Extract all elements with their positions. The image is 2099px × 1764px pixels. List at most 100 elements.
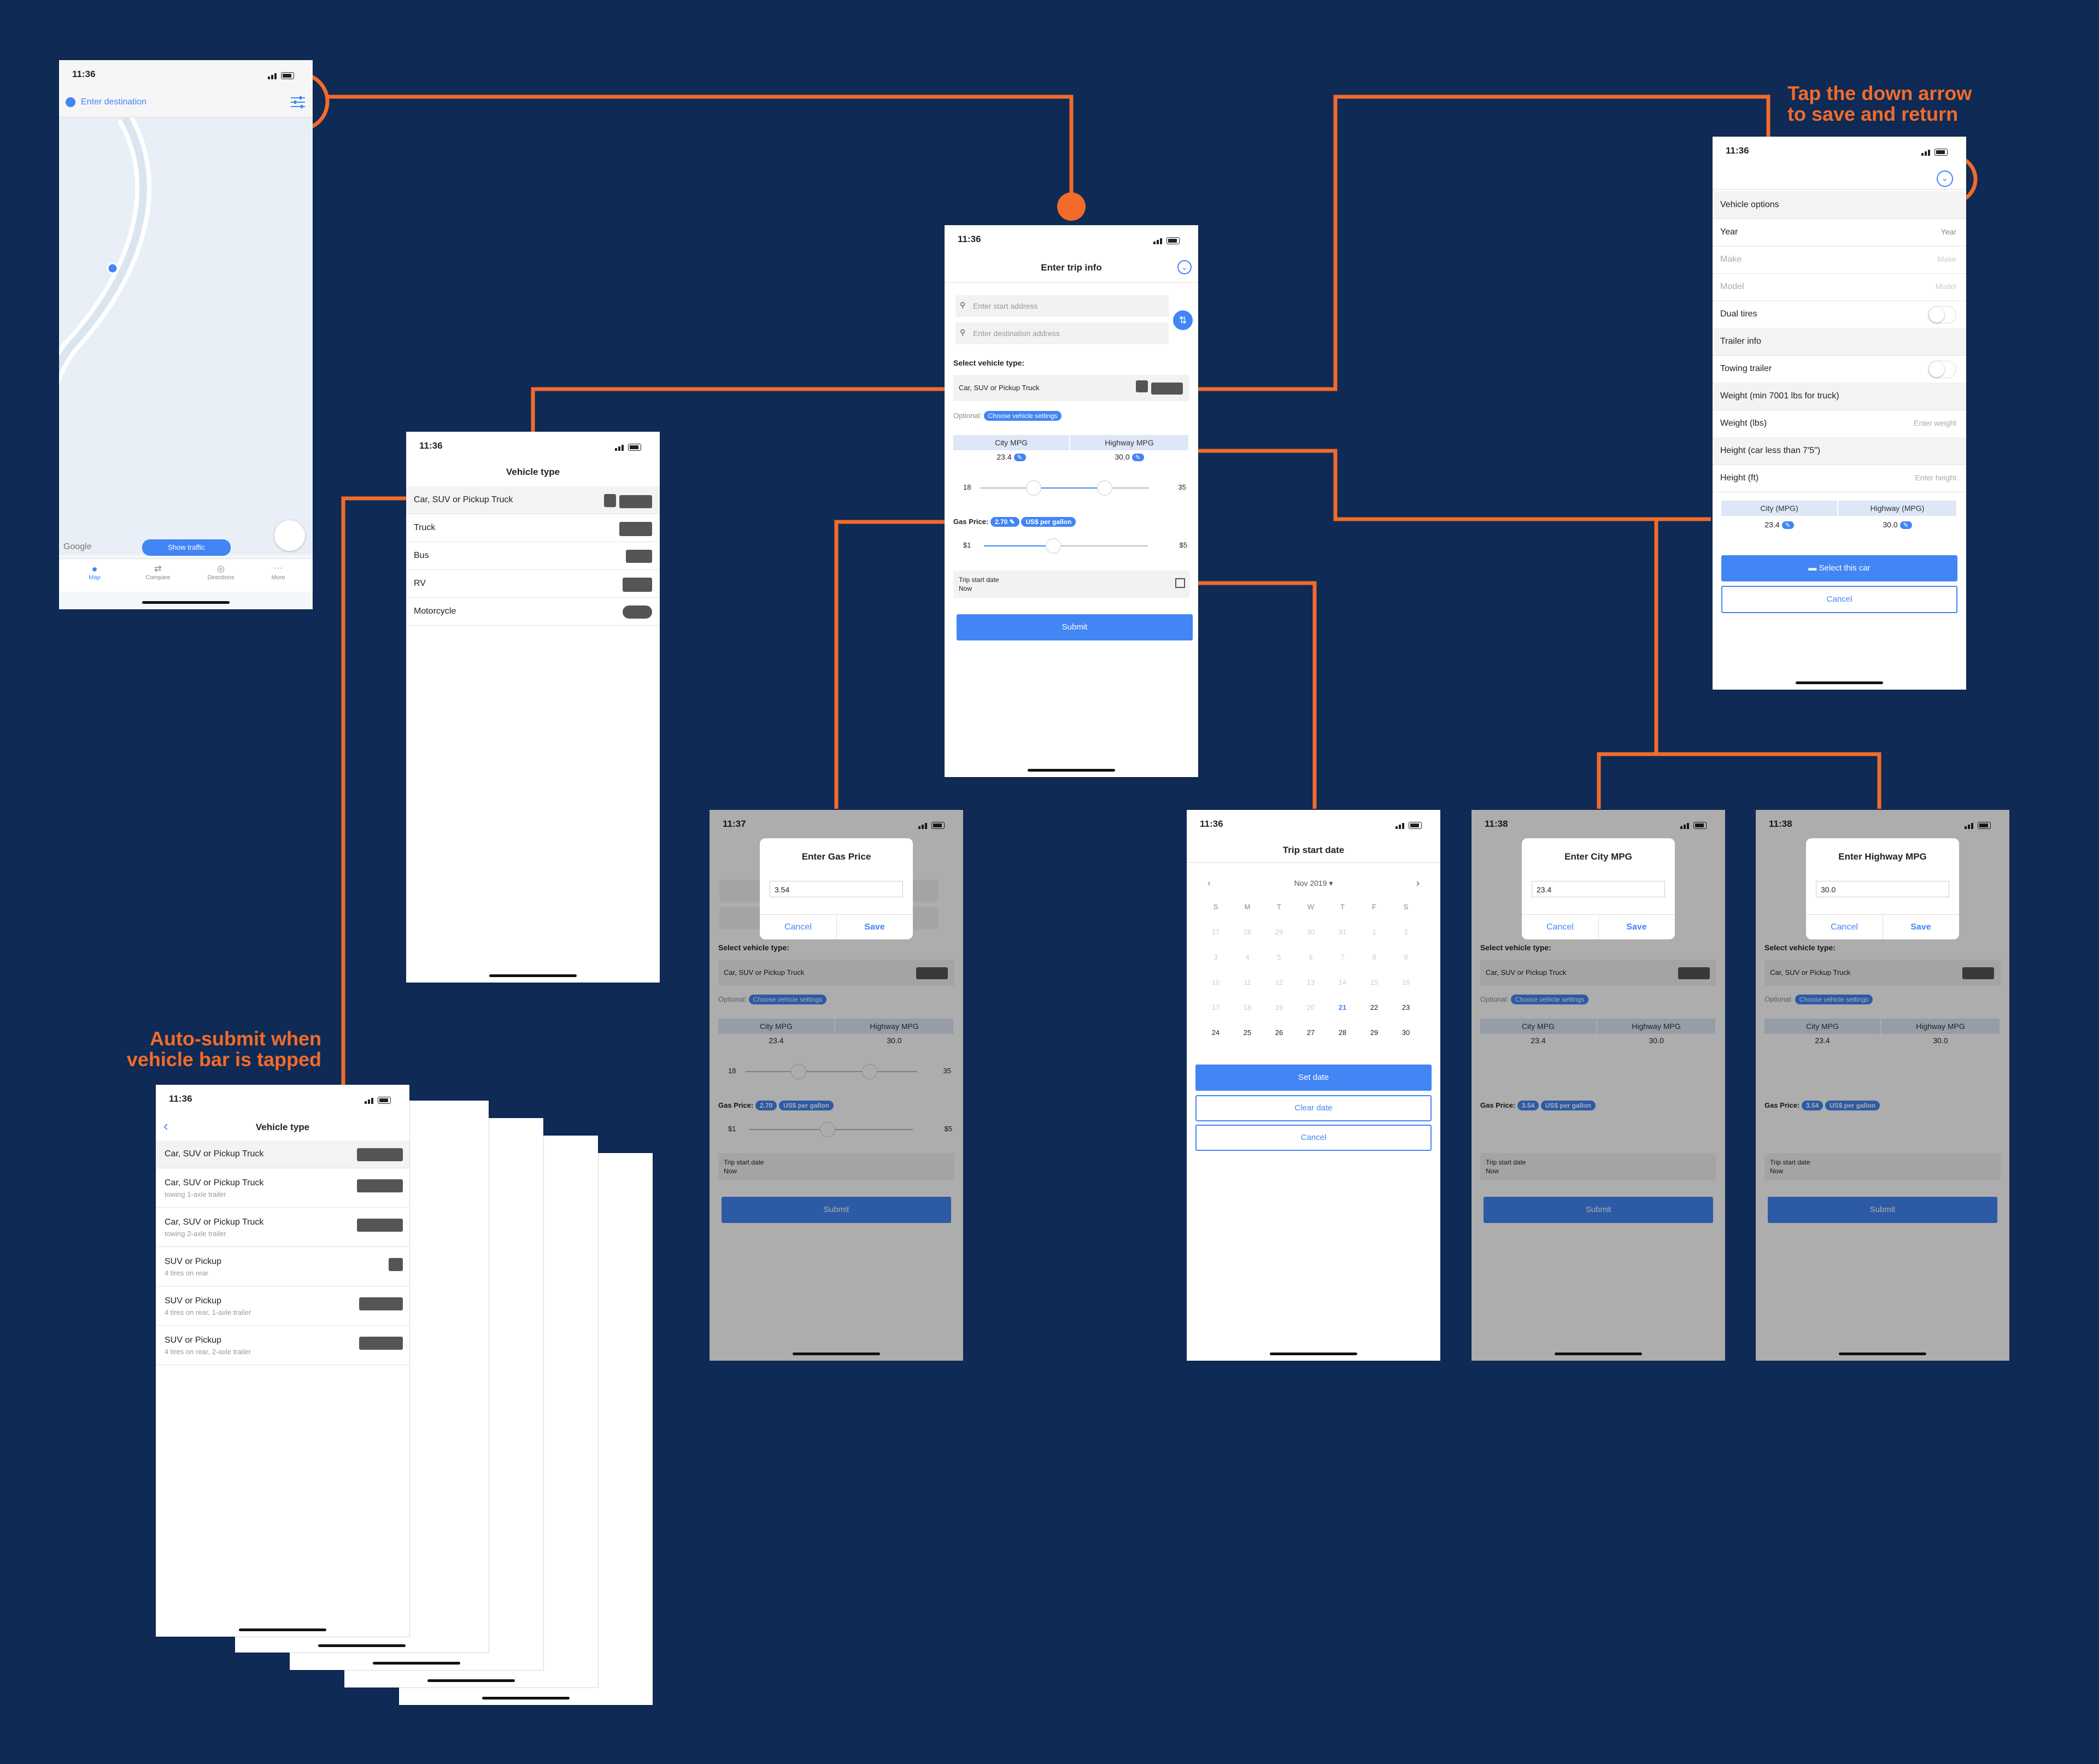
calendar-day[interactable]: 4: [1245, 953, 1250, 961]
gas-price-pill[interactable]: 3.54: [1801, 1101, 1824, 1110]
slider-knob[interactable]: [1026, 480, 1041, 496]
vehicle-option-truck[interactable]: Truck: [406, 514, 660, 542]
calendar-day[interactable]: 11: [1244, 978, 1251, 986]
calendar-day[interactable]: 6: [1309, 953, 1313, 961]
slider-knob[interactable]: [820, 1122, 835, 1137]
calendar-day[interactable]: 7: [1340, 953, 1345, 961]
save-button[interactable]: Save: [1883, 914, 1959, 939]
cancel-button[interactable]: Cancel: [1806, 914, 1883, 939]
gas-unit-pill[interactable]: US$ per gallon: [1540, 1101, 1596, 1110]
prev-month-icon[interactable]: ‹: [1207, 878, 1211, 889]
slider-knob[interactable]: [791, 1064, 806, 1079]
gas-price-input[interactable]: 3.54: [770, 881, 903, 897]
start-address-input[interactable]: ⚲Enter start address: [955, 295, 1169, 317]
calendar-day[interactable]: 30: [1402, 1028, 1410, 1037]
highway-mpg-value[interactable]: 30.0 ✎: [1070, 452, 1188, 461]
calendar-day[interactable]: 14: [1338, 978, 1347, 986]
choose-vehicle-settings-button[interactable]: Choose vehicle settings: [983, 411, 1062, 421]
city-mpg-value[interactable]: 23.4: [1764, 1036, 1880, 1045]
choose-vehicle-settings-button[interactable]: Choose vehicle settings: [1510, 995, 1589, 1004]
cancel-button[interactable]: Cancel: [1522, 914, 1599, 939]
calendar-day[interactable]: 29: [1275, 928, 1283, 936]
calendar-day[interactable]: 31: [1338, 928, 1347, 936]
calendar-day[interactable]: 5: [1277, 953, 1281, 961]
calendar-day[interactable]: 26: [1275, 1028, 1283, 1037]
tab-map[interactable]: ●Map: [81, 563, 108, 581]
slider-knob[interactable]: [1097, 480, 1112, 496]
calendar-day[interactable]: 13: [1306, 978, 1315, 986]
calendar-day[interactable]: 28: [1338, 1028, 1347, 1037]
calendar-day[interactable]: 27: [1306, 1028, 1315, 1037]
gas-price-pill[interactable]: 2.70: [755, 1101, 777, 1110]
dual-tires-toggle[interactable]: [1928, 306, 1956, 324]
height-input[interactable]: Enter height: [1915, 473, 1957, 482]
calendar-day[interactable]: 18: [1243, 1003, 1252, 1012]
tab-compare[interactable]: ⇄Compare: [140, 563, 176, 581]
choose-vehicle-settings-button[interactable]: Choose vehicle settings: [748, 995, 827, 1004]
year-select[interactable]: Year: [1940, 227, 1956, 236]
calendar-day[interactable]: 16: [1402, 978, 1410, 986]
select-this-car-button[interactable]: ▬ Select this car: [1721, 555, 1957, 581]
city-mpg-input[interactable]: 23.4: [1532, 881, 1665, 897]
calendar-day[interactable]: 8: [1372, 953, 1376, 961]
map-area[interactable]: [59, 117, 313, 555]
highway-mpg-value[interactable]: 30.0 ✎: [1838, 520, 1956, 529]
city-mpg-value[interactable]: 23.4: [1480, 1036, 1596, 1045]
clear-date-button[interactable]: Clear date: [1195, 1095, 1432, 1121]
submit-button[interactable]: Submit: [957, 614, 1193, 640]
cancel-button[interactable]: Cancel: [760, 914, 837, 939]
cancel-button[interactable]: Cancel: [1721, 586, 1957, 613]
locate-me-icon[interactable]: [274, 520, 305, 551]
highway-mpg-value[interactable]: 30.0: [1597, 1036, 1715, 1045]
vehicle-type-bar[interactable]: Car, SUV or Pickup Truck: [718, 960, 954, 986]
calendar-day[interactable]: 19: [1275, 1003, 1283, 1012]
settings-sliders-icon[interactable]: [290, 95, 306, 109]
city-mpg-value[interactable]: 23.4 ✎: [1721, 520, 1837, 529]
calendar-day[interactable]: 3: [1213, 953, 1218, 961]
vehicle-type-bar[interactable]: Car, SUV or Pickup Truck: [1480, 960, 1716, 986]
vehicle-type-bar[interactable]: Car, SUV or Pickup Truck: [953, 375, 1189, 401]
calendar-day[interactable]: 2: [1404, 928, 1408, 936]
vehicle-option-bus[interactable]: Bus: [406, 542, 660, 570]
highway-mpg-input[interactable]: 30.0: [1816, 881, 1949, 897]
trip-date-field[interactable]: Trip start date Now: [953, 571, 1189, 598]
calendar-day[interactable]: 17: [1211, 1003, 1220, 1012]
cancel-button[interactable]: Cancel: [1195, 1125, 1432, 1151]
vehicle-type-bar[interactable]: Car, SUV or Pickup Truck: [1764, 960, 2001, 986]
towing-trailer-toggle[interactable]: [1928, 361, 1956, 378]
submit-button[interactable]: Submit: [1768, 1197, 1997, 1223]
destination-address-input[interactable]: ⚲Enter destination address: [955, 322, 1169, 344]
calendar-day[interactable]: 22: [1370, 1003, 1379, 1012]
gas-price-pill[interactable]: 3.54: [1517, 1101, 1539, 1110]
calendar-day[interactable]: 1: [1372, 928, 1376, 936]
vehicle-subtype-row[interactable]: Car, SUV or Pickup Truck: [156, 1140, 409, 1168]
model-select[interactable]: Model: [1935, 282, 1956, 291]
calendar-day[interactable]: 24: [1211, 1028, 1220, 1037]
mpg-slider[interactable]: [981, 480, 1149, 496]
city-mpg-value[interactable]: 23.4: [718, 1036, 834, 1045]
chevron-down-circle-icon[interactable]: ⌄: [1937, 170, 1953, 187]
gas-price-pill[interactable]: 2.70 ✎: [990, 517, 1019, 527]
calendar-day[interactable]: 12: [1275, 978, 1283, 986]
calendar-day[interactable]: 28: [1243, 928, 1252, 936]
make-select[interactable]: Make: [1937, 255, 1956, 263]
save-button[interactable]: Save: [836, 914, 913, 939]
next-month-icon[interactable]: ›: [1416, 878, 1420, 889]
calendar-day[interactable]: 27: [1211, 928, 1220, 936]
back-chevron-icon[interactable]: ‹: [163, 1118, 168, 1134]
tab-more[interactable]: ···More: [265, 563, 292, 581]
city-mpg-value[interactable]: 23.4 ✎: [953, 452, 1069, 461]
choose-vehicle-settings-button[interactable]: Choose vehicle settings: [1795, 995, 1873, 1004]
highway-mpg-value[interactable]: 30.0: [1881, 1036, 2000, 1045]
calendar-day[interactable]: 21: [1338, 1003, 1347, 1012]
calendar-day[interactable]: 20: [1306, 1003, 1315, 1012]
